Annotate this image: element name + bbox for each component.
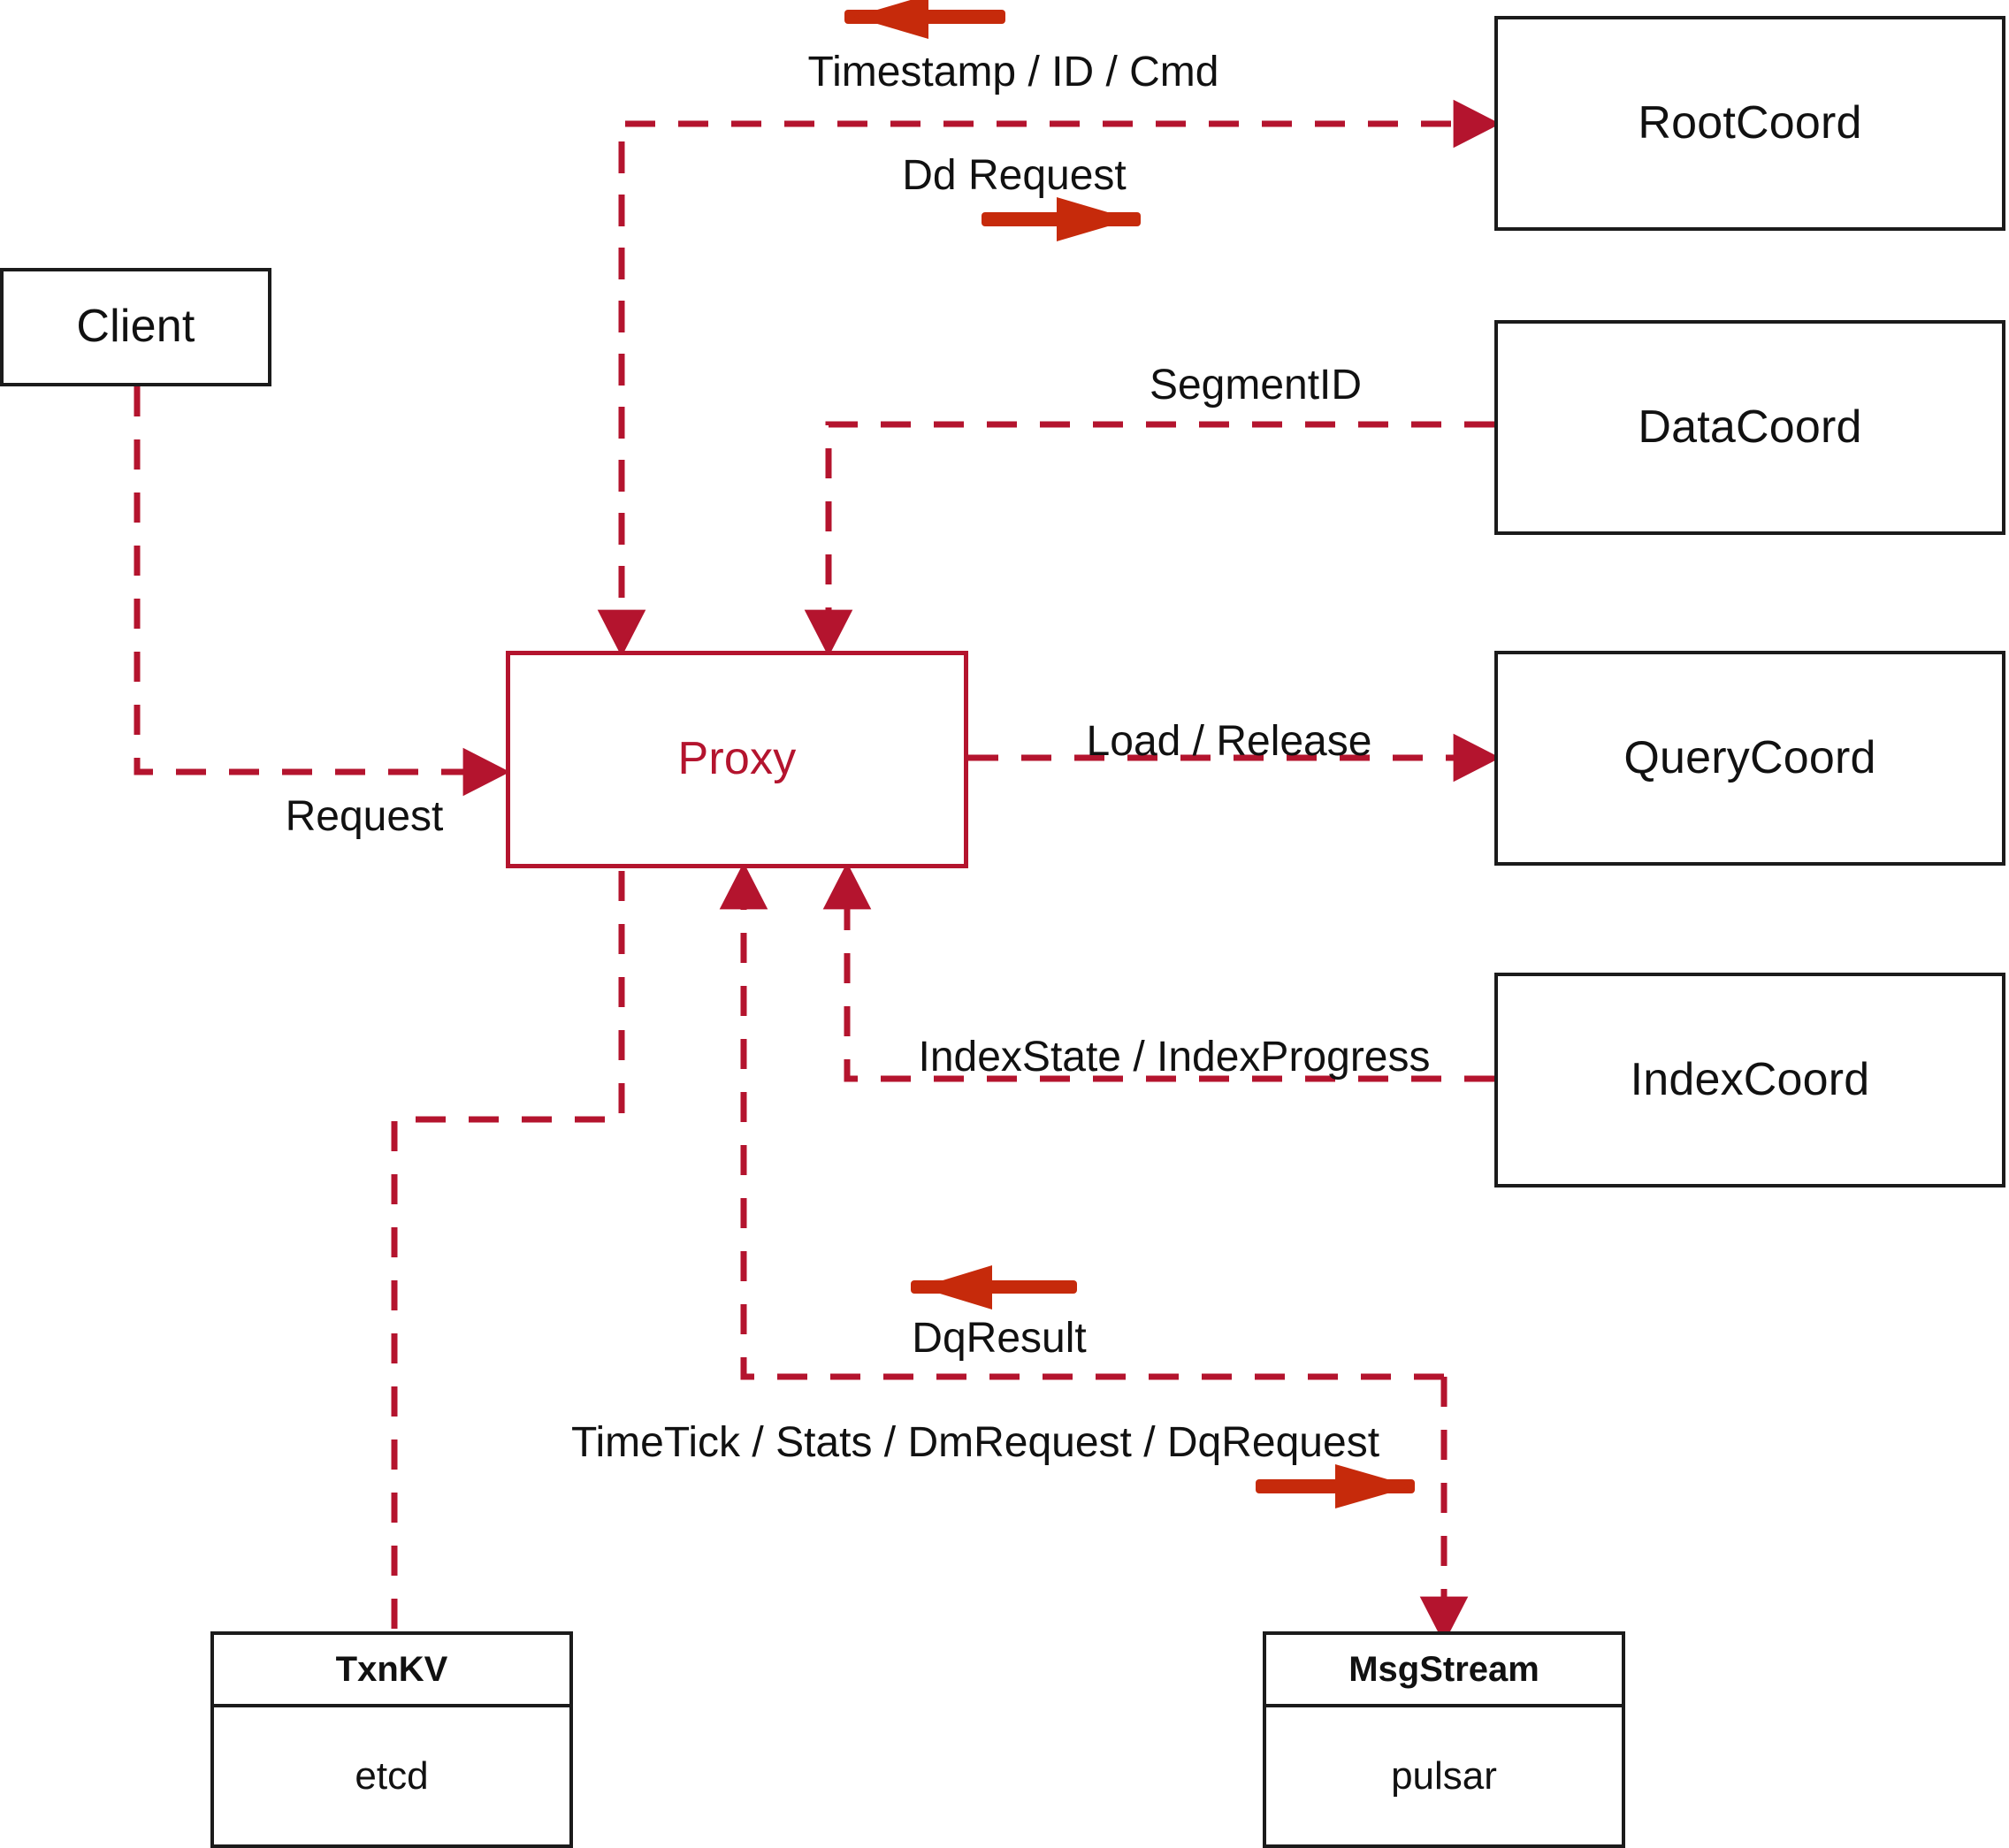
edge-label-request: Request <box>285 793 444 840</box>
node-txnkv-header: TxnKV <box>214 1635 569 1707</box>
node-txnkv-header-label: TxnKV <box>335 1649 448 1689</box>
arrow-timetick-stats <box>1256 1464 1415 1508</box>
node-rootcoord-label: RootCoord <box>1638 96 1862 149</box>
node-querycoord-label: QueryCoord <box>1623 731 1876 783</box>
edge-msgstream-proxy <box>719 862 1444 1380</box>
node-indexcoord-label: IndexCoord <box>1630 1053 1870 1105</box>
edge-label-load-release: Load / Release <box>1086 718 1372 765</box>
arrow-dq-result <box>911 1265 1077 1310</box>
node-msgstream[interactable]: MsgStream pulsar <box>1263 1631 1625 1848</box>
edge-label-dq-result: DqResult <box>912 1315 1087 1362</box>
node-datacoord-label: DataCoord <box>1638 401 1862 453</box>
node-rootcoord[interactable]: RootCoord <box>1494 16 2005 231</box>
node-indexcoord[interactable]: IndexCoord <box>1494 973 2005 1187</box>
node-txnkv-body-label: etcd <box>355 1753 429 1798</box>
node-msgstream-header-label: MsgStream <box>1348 1649 1539 1689</box>
node-msgstream-body: pulsar <box>1266 1707 1622 1844</box>
node-client[interactable]: Client <box>0 268 271 386</box>
edge-label-timestamp-id-cmd: Timestamp / ID / Cmd <box>807 49 1219 95</box>
edge-label-dd-request: Dd Request <box>902 152 1127 199</box>
node-txnkv-body: etcd <box>214 1707 569 1844</box>
node-proxy[interactable]: Proxy <box>506 651 968 868</box>
node-msgstream-header: MsgStream <box>1266 1635 1622 1707</box>
node-client-label: Client <box>76 301 195 353</box>
edge-proxy-txnkv <box>391 871 625 1630</box>
edge-datacoord-proxy <box>804 421 1494 657</box>
node-txnkv[interactable]: TxnKV etcd <box>210 1631 573 1848</box>
node-msgstream-body-label: pulsar <box>1391 1753 1497 1798</box>
edge-client-proxy <box>134 386 510 797</box>
edge-label-timetick-stats: TimeTick / Stats / DmRequest / DqRequest <box>570 1419 1380 1466</box>
node-querycoord[interactable]: QueryCoord <box>1494 651 2005 866</box>
edge-label-index-state: IndexState / IndexProgress <box>918 1034 1431 1081</box>
arrow-timestamp-id-cmd <box>844 0 1005 39</box>
edge-label-segmentid: SegmentID <box>1149 362 1363 409</box>
node-proxy-label: Proxy <box>677 733 797 785</box>
node-datacoord[interactable]: DataCoord <box>1494 320 2005 535</box>
arrow-dd-request <box>982 197 1141 241</box>
edge-indexcoord-proxy <box>822 862 1494 1082</box>
